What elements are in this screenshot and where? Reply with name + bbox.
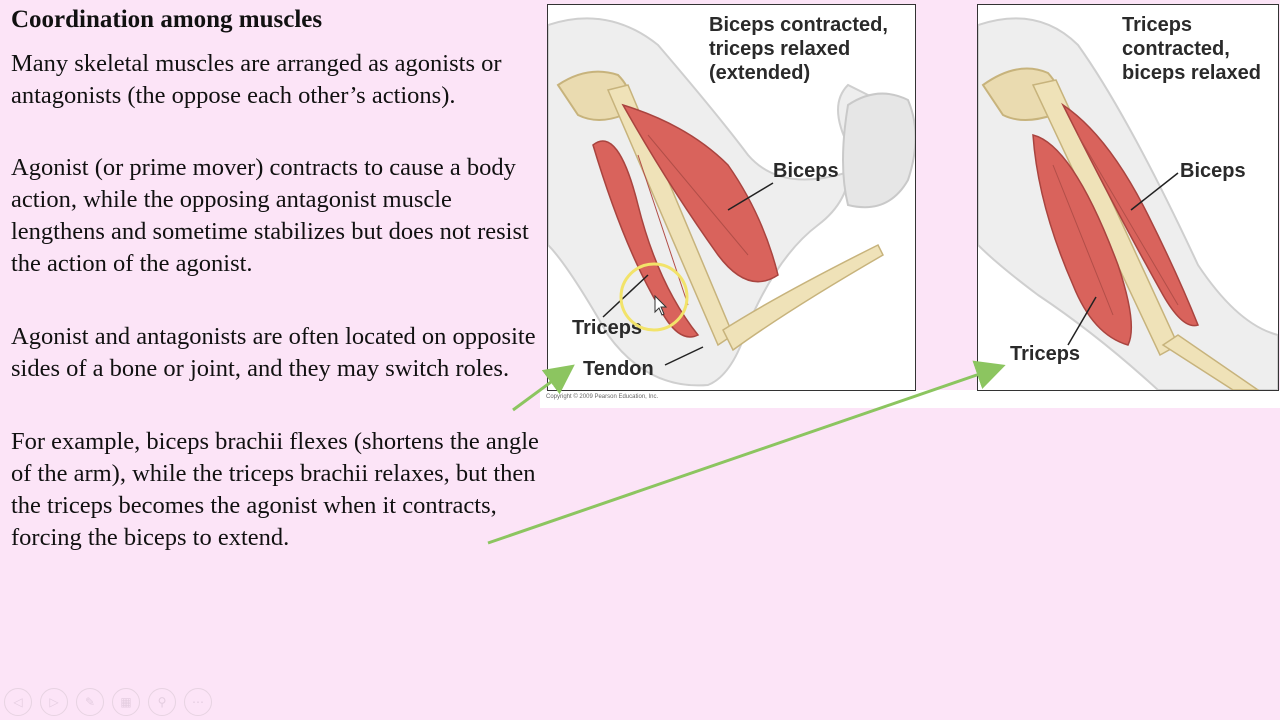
arrow-to-tendon — [512, 364, 575, 412]
arrow-to-triceps — [487, 360, 1006, 545]
play-icon[interactable]: ▷ — [40, 688, 68, 716]
mouse-cursor-icon — [654, 294, 668, 316]
arm-flexed-illustration — [548, 17, 915, 387]
paragraph-prime-mover: Agonist (or prime mover) contracts to ca… — [11, 154, 529, 277]
figure2-label-biceps: Biceps — [1180, 160, 1246, 182]
previous-icon[interactable]: ◁ — [4, 688, 32, 716]
paragraph-biceps-example: For example, biceps brachii flexes (shor… — [11, 428, 539, 551]
paragraph-agonists-antagonists: Many skeletal muscles are arranged as ag… — [11, 50, 502, 109]
figure2-caption-line: Triceps — [1122, 14, 1193, 36]
figure2-label-triceps: Triceps — [1010, 343, 1081, 365]
figure1-caption-line: triceps relaxed — [709, 38, 851, 60]
figure-biceps-contracted: Biceps contracted, triceps relaxed (exte… — [547, 4, 916, 391]
figure2-caption-line: contracted, — [1122, 38, 1230, 60]
slides-icon[interactable]: ▦ — [112, 688, 140, 716]
figure1-label-tendon: Tendon — [583, 358, 654, 380]
paragraph-opposite-sides: Agonist and antagonists are often locate… — [11, 323, 536, 382]
figure1-caption-line: Biceps contracted, — [709, 14, 888, 36]
arm-extended-illustration — [978, 17, 1278, 390]
more-icon[interactable]: ⋯ — [184, 688, 212, 716]
figure1-label-biceps: Biceps — [773, 160, 839, 182]
figure1-caption-line: (extended) — [709, 62, 811, 84]
cursor-highlight-circle — [619, 262, 689, 332]
slide-title: Coordination among muscles — [11, 6, 323, 33]
figure1-caption: Biceps contracted, triceps relaxed (exte… — [709, 13, 888, 85]
figure-triceps-contracted: Triceps contracted, biceps relaxed Bicep… — [977, 4, 1279, 391]
zoom-icon[interactable]: ⚲ — [148, 688, 176, 716]
figure2-caption-line: biceps relaxed — [1122, 62, 1261, 84]
figure2-caption: Triceps contracted, biceps relaxed — [1122, 13, 1261, 85]
pen-icon[interactable]: ✎ — [76, 688, 104, 716]
copyright-notice: Copyright © 2009 Pearson Education, Inc. — [546, 394, 659, 400]
figure1-label-triceps: Triceps — [572, 317, 643, 339]
